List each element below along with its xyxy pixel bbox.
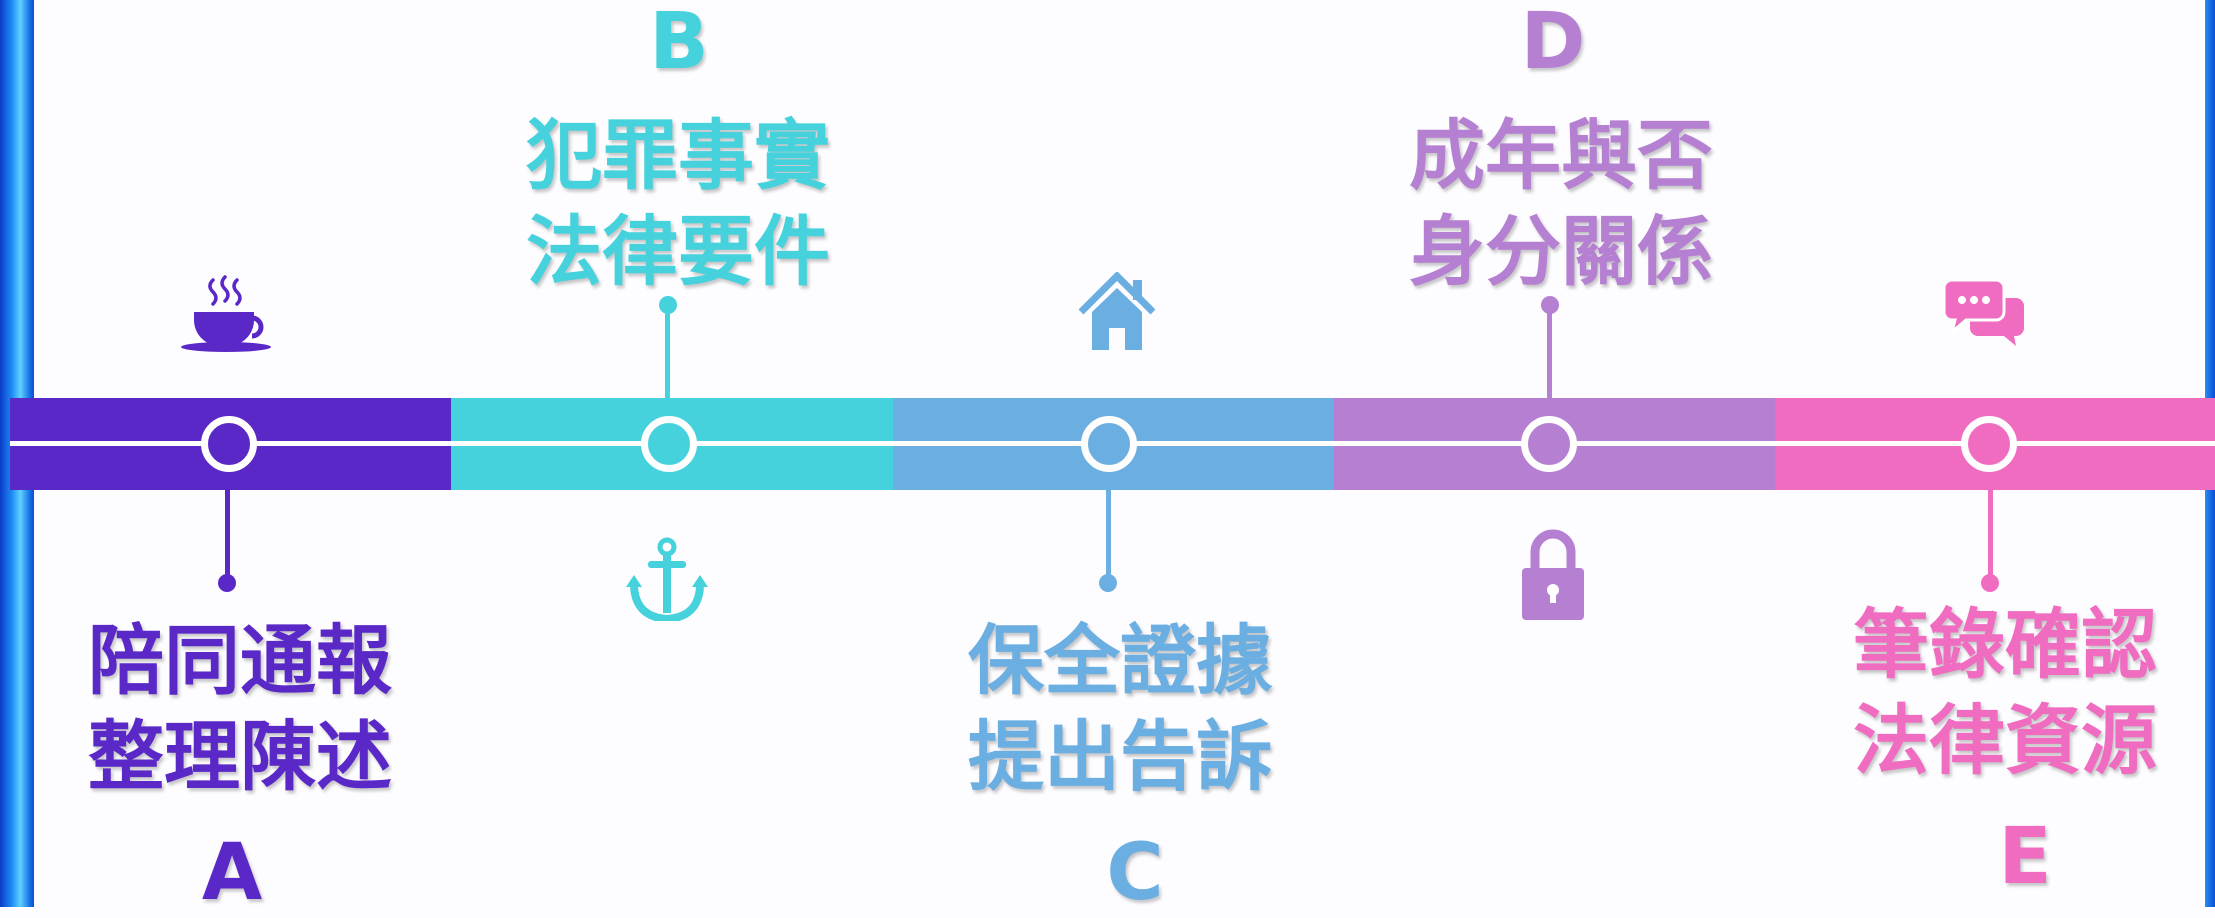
step-d-line2: 身分關係	[1409, 207, 1713, 296]
timeline-node-b	[641, 416, 697, 472]
step-b-line2: 法律要件	[526, 207, 830, 296]
timeline-node-c	[1081, 416, 1137, 472]
step-b-text: 犯罪事實 法律要件	[498, 108, 858, 300]
step-a-line1: 陪同通報	[88, 616, 392, 705]
step-c-text: 保全證據 提出告訴	[940, 613, 1300, 805]
stem-dot-d	[1541, 296, 1559, 314]
anchor-icon	[626, 537, 708, 621]
stem-a	[225, 490, 230, 582]
step-e-text: 筆錄確認 法律資源	[1825, 597, 2185, 789]
step-d-text: 成年與否 身分關係	[1381, 108, 1741, 300]
step-b-letter: B	[649, 0, 709, 87]
step-c-line1: 保全證據	[968, 616, 1272, 705]
padlock-icon	[1520, 528, 1586, 622]
stem-dot-c	[1099, 574, 1117, 592]
stem-dot-b	[659, 296, 677, 314]
stem-dot-a	[218, 574, 236, 592]
step-c-letter: C	[1106, 828, 1164, 918]
step-a-text: 陪同通報 整理陳述	[60, 613, 420, 805]
step-e-letter: E	[1998, 812, 2052, 902]
stem-d	[1547, 306, 1552, 398]
stem-e	[1988, 490, 1993, 582]
stem-c	[1106, 490, 1111, 582]
step-a-letter: A	[201, 828, 263, 918]
timeline-node-e	[1961, 416, 2017, 472]
timeline-node-d	[1521, 416, 1577, 472]
step-d-letter: D	[1520, 0, 1586, 87]
step-a-line2: 整理陳述	[88, 712, 392, 801]
stem-b	[665, 306, 670, 398]
step-e-line2: 法律資源	[1853, 696, 2157, 785]
step-e-line1: 筆錄確認	[1853, 600, 2157, 689]
coffee-cup-icon	[180, 274, 274, 354]
timeline-node-a	[201, 416, 257, 472]
step-b-line1: 犯罪事實	[526, 111, 830, 200]
step-c-line2: 提出告訴	[968, 712, 1272, 801]
house-icon	[1079, 272, 1155, 352]
step-d-line1: 成年與否	[1409, 111, 1713, 200]
stem-dot-e	[1981, 574, 1999, 592]
chat-bubbles-icon	[1944, 280, 2024, 346]
